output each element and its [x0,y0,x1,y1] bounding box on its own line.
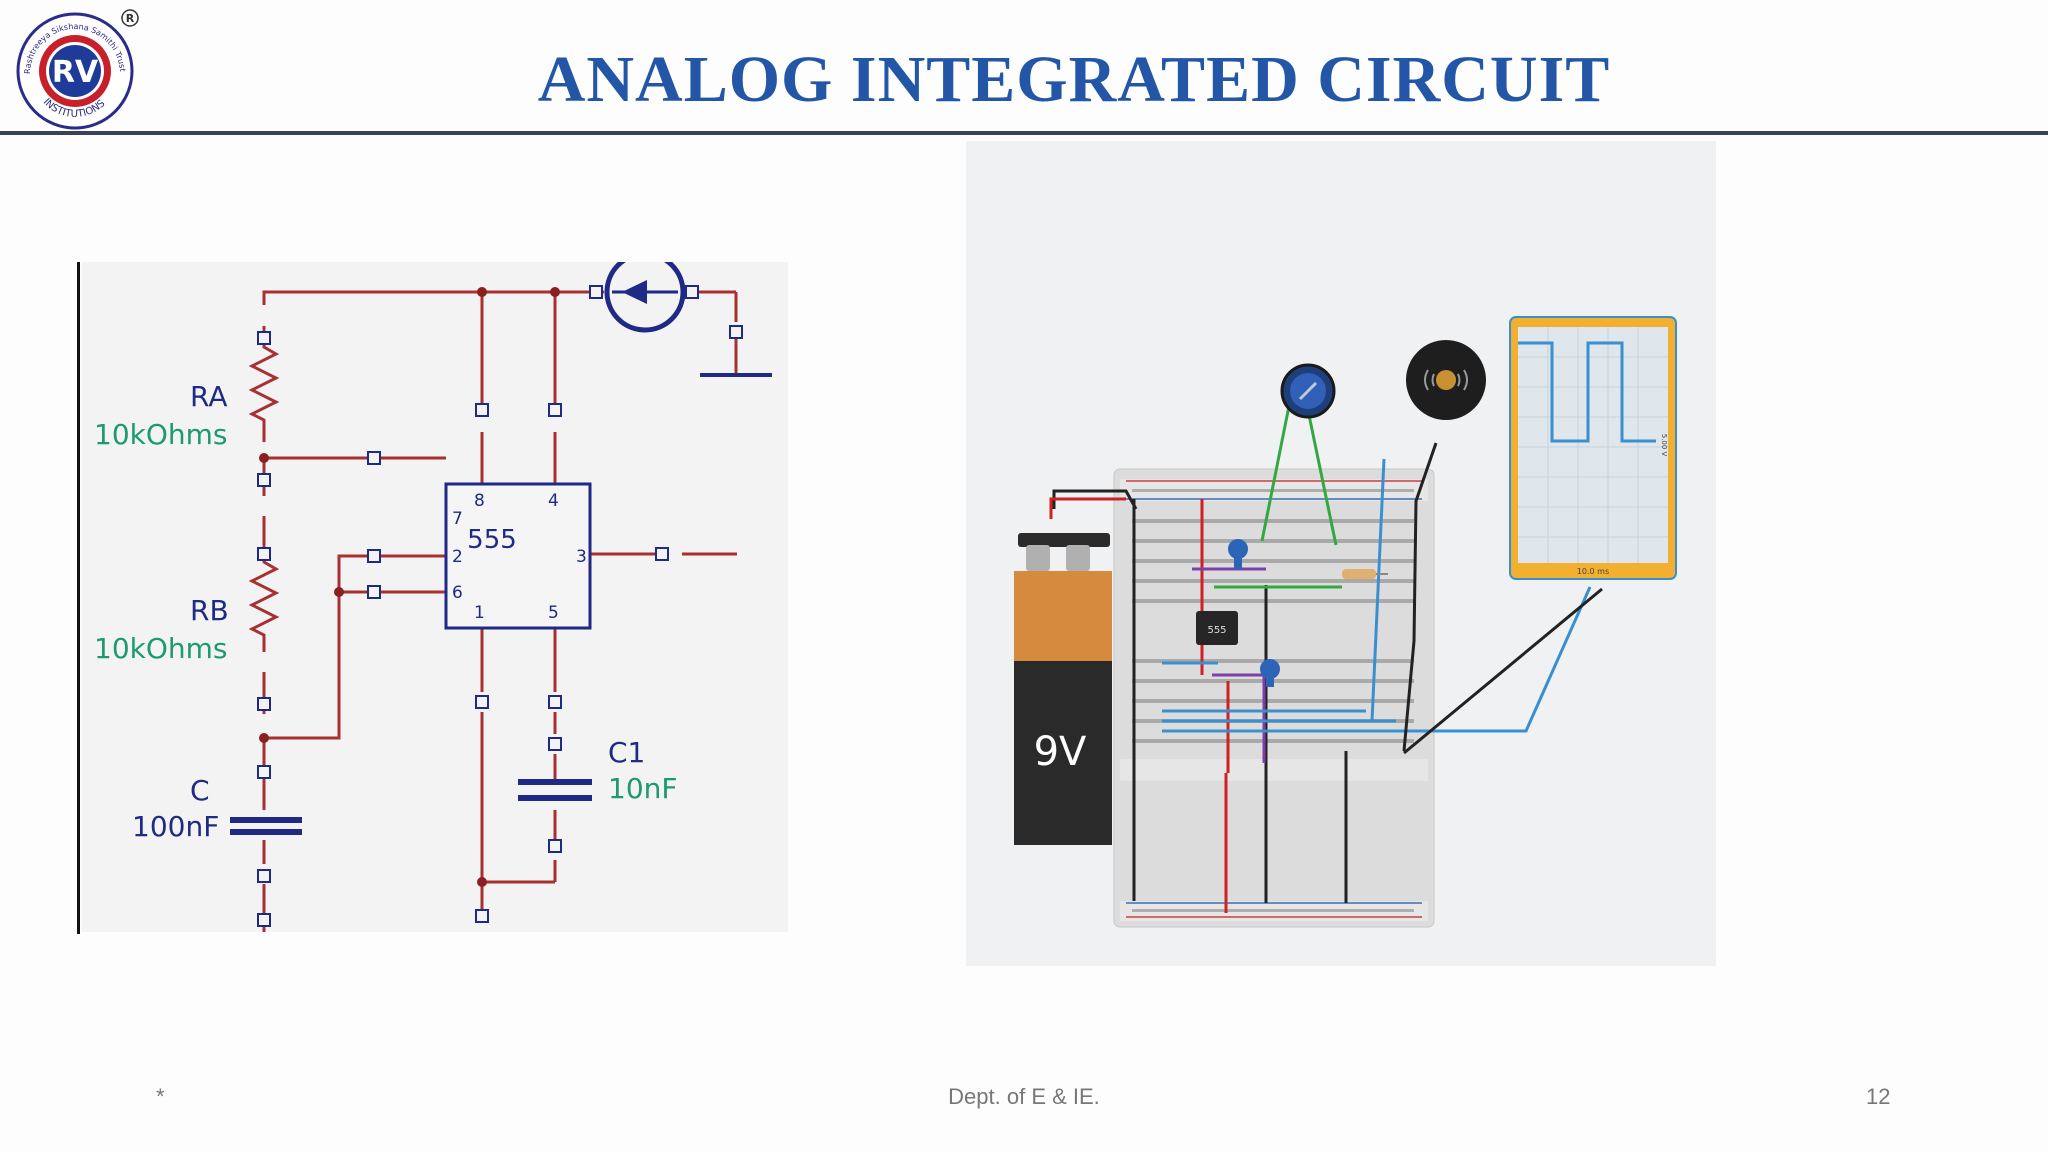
pin-3: 3 [576,547,587,567]
slide-title: ANALOG INTEGRATED CIRCUIT [537,43,1611,116]
scope-time-label: 10.0 ms [1577,567,1609,576]
logo-initials: RV [52,55,99,90]
capacitor-icon [1228,539,1280,687]
scope-volt-label: 5.00 V [1660,434,1668,457]
rb-label: RB [190,594,229,627]
pin-1: 1 [474,603,485,623]
555-chip-body [444,482,592,630]
footer-marker: * [156,1084,165,1109]
c-value: 100nF [132,810,219,843]
battery-label: 9V [1034,729,1087,775]
555-ic-icon [1196,611,1238,645]
ra-label: RA [190,380,227,413]
pin-7: 7 [452,509,463,529]
pin-4: 4 [548,491,559,511]
astable-555-schematic: 555 8 4 7 2 6 3 1 5 RA 10kOhms RB 10kOhm… [82,262,788,932]
oscilloscope-icon: 10.0 ms 5.00 V [1509,316,1677,580]
header-divider [0,131,2048,135]
c1-value: 10nF [608,772,677,805]
breadboard-simulation: 555 10.0 ms 5.00 V 9V [966,141,1716,966]
ra-value: 10kOhms [94,418,228,451]
c1-label: C1 [608,736,645,769]
slide-number: 12 [1866,1084,1891,1109]
left-border-line [77,262,80,934]
pin-5: 5 [548,603,559,623]
piezo-buzzer-icon [1406,340,1486,420]
c-label: C [190,774,210,807]
footer-department: Dept. of E & IE. [948,1084,1100,1109]
9v-battery-icon: 9V [1014,533,1112,845]
chip-label: 555 [467,525,517,555]
pin-8: 8 [474,491,485,511]
pin-2: 2 [452,547,463,567]
ic-label: 555 [1207,625,1226,636]
registered-mark: R [126,12,135,25]
rb-value: 10kOhms [94,632,228,665]
rv-institutions-logo: RV Rashtreeya Sikshana Samithi Trust INS… [16,9,139,130]
pin-6: 6 [452,583,463,603]
resistor-icon [1342,569,1376,579]
potentiometer-icon [1280,363,1336,419]
